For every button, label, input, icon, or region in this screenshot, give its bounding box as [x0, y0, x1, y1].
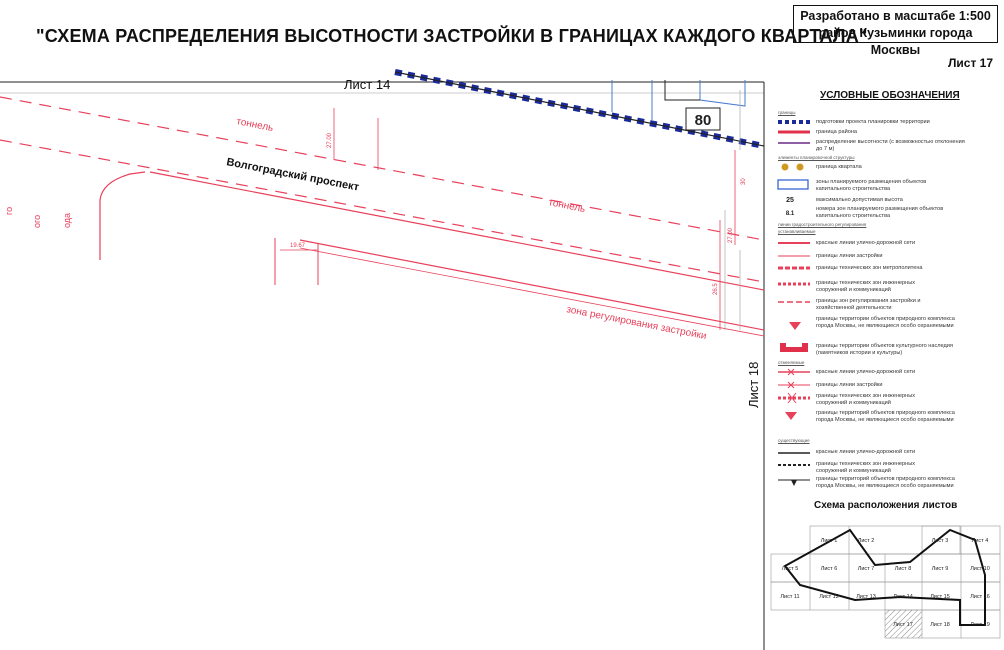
zone-label: зона регулирования застройки — [565, 304, 707, 342]
project-boundary-edge — [394, 71, 765, 147]
legend-sub-cancelled: отменяемые — [778, 360, 805, 365]
schema-cell: Лист 16 — [970, 594, 990, 600]
schema-cell: Лист 7 — [858, 566, 875, 572]
legend-item: границы технических зон инженерных соору… — [816, 393, 916, 406]
schema-cell: Лист 9 — [932, 566, 949, 572]
sheet-number: Лист 17 — [948, 56, 994, 70]
tunnel-label-1: тоннель — [235, 116, 274, 134]
legend-item: красные линии улично-дорожной сети — [816, 369, 916, 375]
schema-cell: Лист 1 — [821, 538, 838, 544]
schema-cell: Лист 6 — [821, 566, 838, 572]
top-sheet-ref: Лист 14 — [344, 77, 390, 92]
schema-cell: Лист 4 — [972, 538, 989, 544]
schema-cell: Лист 18 — [930, 622, 950, 628]
left-text-3: ода — [62, 213, 72, 228]
legend-sub-established: устанавливаемые — [778, 229, 816, 234]
legend-section-structure: элементы планировочной структуры — [778, 155, 855, 160]
legend-symbol-cancel-build-x — [787, 381, 795, 389]
left-text-1: го — [4, 207, 14, 215]
legend-symbol-exist-nature-mark — [791, 480, 797, 486]
legend-item: границы зон регулирования застройки и хо… — [816, 298, 921, 311]
legend-item: границы технических зон метрополитена — [816, 265, 923, 271]
red-line-street — [149, 171, 765, 291]
legend-symbol-heritage — [780, 343, 808, 352]
legend-item: границы линии застройки — [816, 382, 883, 388]
legend-item: граница квартала — [816, 164, 862, 170]
scale-box: Разработано в масштабе 1:500 район Кузьм… — [793, 5, 998, 57]
left-text-2: ого — [32, 215, 42, 228]
schema-cell: Лист 8 — [895, 566, 912, 572]
dim-label-4: 26.5 — [713, 283, 719, 295]
legend-item: распределение высотности (с возможностью… — [816, 139, 965, 152]
schema-cell-current: Лист 17 — [893, 622, 913, 628]
dim-label-3: 27.00 — [728, 227, 734, 243]
schema-cell: Лист 3 — [932, 538, 949, 544]
schema-cell: Лист 19 — [970, 622, 990, 628]
tunnel-line-top — [0, 96, 765, 241]
red-line-lower — [299, 239, 765, 331]
legend-item: границы территорий объектов природного к… — [816, 410, 955, 423]
district-outline-schema — [783, 528, 986, 626]
schema-cell: Лист 10 — [970, 566, 990, 572]
legend-symbol-block-1 — [781, 163, 789, 171]
legend-section-red-lines: линии градостроительного регулирования — [778, 222, 867, 227]
zone-line — [299, 247, 765, 337]
sheet-schema-grid — [770, 525, 1001, 639]
right-sheet-ref: Лист 18 — [746, 362, 761, 408]
dim-label-1: 27.00 — [327, 132, 333, 148]
legend-symbol-height-value: 25 — [786, 197, 794, 204]
legend-symbol-cancel-red-x — [787, 368, 795, 376]
building-edges — [274, 238, 319, 285]
legend-symbol-cancel-eng-x — [787, 392, 797, 404]
street-name: Волгоградский проспект — [225, 156, 360, 194]
tunnel-line-mid — [0, 139, 765, 283]
schema-cell: Лист 13 — [856, 594, 876, 600]
legend-title: УСЛОВНЫЕ ОБОЗНАЧЕНИЯ — [820, 90, 960, 101]
legend-symbol-nature — [789, 322, 801, 330]
legend-item: граница района — [816, 129, 858, 135]
legend-item: границы линии застройки — [816, 253, 883, 259]
legend-item: красные линии улично-дорожной сети — [816, 240, 916, 246]
legend-item: границы технических зон инженерных соору… — [816, 461, 916, 474]
legend-item: границы территорий объектов природного к… — [816, 476, 955, 489]
district-line: район Кузьминки города Москвы — [818, 26, 973, 57]
schema-cell: Лист 5 — [782, 566, 799, 572]
legend-item: границы технических зон инженерных соору… — [816, 280, 916, 293]
legend-item: подготовки проекта планировки территории — [816, 119, 930, 125]
legend-symbol-zone — [777, 179, 809, 190]
legend-symbol-block-2 — [796, 163, 804, 171]
legend-item: границы территории объектов культурного … — [816, 343, 953, 356]
schema-cell: Лист 12 — [819, 594, 839, 600]
schema-cell: Лист 14 — [893, 594, 913, 600]
schema-cell: Лист 11 — [780, 594, 799, 600]
page-title: "СХЕМА РАСПРЕДЕЛЕНИЯ ВЫСОТНОСТИ ЗАСТРОЙК… — [36, 26, 868, 46]
legend-section-borders: границы — [778, 110, 796, 115]
dim-label-2: 19.67 — [290, 243, 306, 249]
legend-item: номера зон планируемого размещения объек… — [816, 206, 944, 219]
building-curve — [99, 171, 146, 260]
legend-symbol-zone-number: 8.1 — [786, 211, 795, 217]
building-outline — [611, 80, 746, 120]
schema-cell: Лист 2 — [858, 538, 875, 544]
dim-label-5: 30 — [741, 178, 747, 185]
tunnel-label-2: тоннель — [547, 197, 586, 215]
legend-item: максимально допустимая высота — [816, 197, 903, 203]
block-outline — [664, 80, 700, 101]
legend-item: красные линии улично-дорожной сети — [816, 449, 916, 455]
parcel-lines — [724, 90, 741, 330]
schema-cell: Лист 15 — [930, 594, 950, 600]
legend-item: зоны планируемого размещения объектов ка… — [816, 179, 927, 192]
block-height-label: 80 — [695, 112, 712, 129]
height-box — [685, 107, 721, 131]
legend-symbol-cancel-nature — [785, 412, 797, 420]
legend-sub-existing: существующие — [778, 438, 810, 443]
legend-item: границы территории объектов природного к… — [816, 316, 955, 329]
current-sheet-hatch — [885, 610, 922, 638]
sheet-schema-title: Схема расположения листов — [814, 500, 958, 511]
scale-line: Разработано в масштабе 1:500 — [800, 9, 991, 23]
